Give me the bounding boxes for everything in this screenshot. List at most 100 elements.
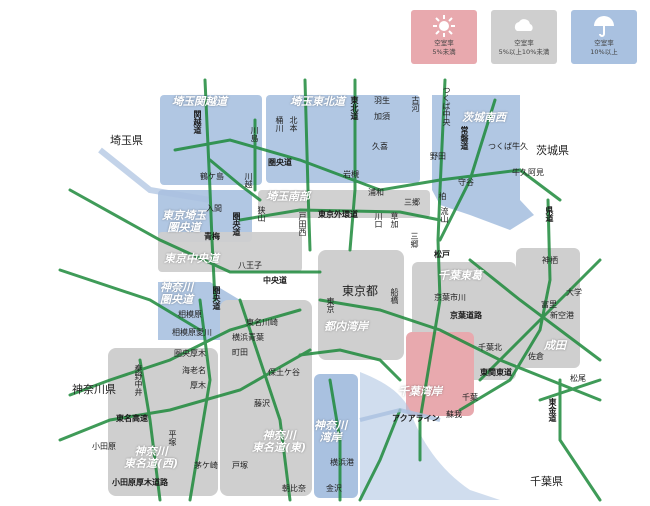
area-saitama-nanbu: 埼玉南部 bbox=[266, 190, 310, 203]
pref-kanagawa: 神奈川県 bbox=[72, 383, 116, 396]
road-kenodo-3: 圏央道 bbox=[212, 286, 221, 310]
region-ibaraki-nansei bbox=[432, 95, 534, 230]
place-hakodate: 船橋 bbox=[390, 288, 399, 304]
region-tokyo-chuo bbox=[158, 232, 302, 272]
place-hadano: 秦野中井 bbox=[134, 364, 143, 396]
place-fujisawa: 藤沢 bbox=[254, 399, 270, 408]
place-matsuo: 松尾 bbox=[570, 374, 586, 383]
place-kitamoto: 北本 bbox=[289, 116, 298, 132]
area-narita: 成田 bbox=[544, 339, 566, 352]
place-misato: 三郷 bbox=[404, 198, 420, 207]
road-joban: 常磐道 bbox=[460, 126, 469, 150]
road-gaikan: 東京外環道 bbox=[318, 210, 358, 219]
place-chigasaki: 茅ケ崎 bbox=[194, 461, 218, 470]
region-tokyo-saitama bbox=[158, 190, 252, 242]
region-kanagawa-tomei-higashi bbox=[220, 300, 312, 496]
place-soka: 草加 bbox=[390, 212, 399, 228]
road-odawara: 小田原厚木道路 bbox=[112, 478, 168, 487]
region-narita bbox=[516, 248, 580, 368]
road-tohoku: 東北道 bbox=[350, 96, 359, 120]
region-chiba-wangan bbox=[406, 332, 474, 416]
place-matsudo: 松戸 bbox=[434, 250, 450, 259]
legend-high-line1: 空室率 bbox=[594, 39, 614, 47]
place-akeno: 三郷 bbox=[410, 232, 419, 248]
place-daigaku: 大学 bbox=[566, 288, 582, 297]
region-saitama-kanetsu bbox=[160, 95, 262, 185]
place-chibakita: 千葉北 bbox=[478, 343, 502, 352]
umbrella-icon bbox=[594, 16, 614, 37]
place-machida: 町田 bbox=[232, 348, 248, 357]
road-tomei: 東名高速 bbox=[116, 414, 148, 423]
place-nagareyama: 流山 bbox=[440, 207, 449, 223]
place-urawa: 浦和 bbox=[368, 188, 384, 197]
legend-low-line1: 空室率 bbox=[434, 39, 454, 47]
place-kawagoe: 川越 bbox=[244, 172, 253, 188]
pref-saitama: 埼玉県 bbox=[110, 134, 143, 147]
place-tokyo-port: 東京 bbox=[326, 297, 335, 313]
place-kawaguchi: 川口 bbox=[374, 212, 383, 228]
place-hachioji: 八王子 bbox=[238, 261, 262, 270]
area-ibaraki-nansei: 茨城南西 bbox=[462, 111, 506, 124]
road-higashi-kanto: 東関東道 bbox=[480, 368, 512, 377]
road-chuo: 中央道 bbox=[263, 276, 287, 285]
place-koga: 古河 bbox=[411, 96, 420, 112]
place-iruma: 入間 bbox=[206, 204, 222, 213]
place-sayama: 狭山 bbox=[257, 206, 266, 222]
road-network bbox=[58, 78, 602, 502]
area-chiba-wangan: 千葉湾岸 bbox=[398, 385, 442, 398]
place-noda: 野田 bbox=[430, 152, 446, 161]
place-kashiwa: 柏 bbox=[438, 192, 447, 200]
area-kanagawa-kenodo: 神奈川 圏央道 bbox=[160, 281, 193, 306]
area-tokyo-wangan: 都内湾岸 bbox=[324, 320, 368, 333]
place-kawashima: 川島 bbox=[250, 126, 259, 142]
place-yokohama-port: 横浜港 bbox=[330, 458, 354, 467]
place-tokyo-kawasaki: 東名川崎 bbox=[246, 318, 278, 327]
place-kenou-atsugi: 圏央厚木 bbox=[174, 349, 206, 358]
place-kanazawa: 金沢 bbox=[326, 484, 342, 493]
legend-high-line2: 10%以上 bbox=[590, 48, 618, 56]
region-kanagawa-kenodo bbox=[158, 282, 240, 340]
pref-chiba: 千葉県 bbox=[530, 475, 563, 488]
place-yokohama-aoba: 横浜青葉 bbox=[232, 333, 264, 342]
legend-mid-line1: 空室率 bbox=[514, 39, 534, 47]
sun-icon bbox=[433, 15, 455, 37]
legend-mid-line2: 5%以上10%未満 bbox=[498, 48, 550, 56]
place-ichikawa: 京葉市川 bbox=[434, 293, 466, 302]
place-hodogaya: 保土ケ谷 bbox=[268, 368, 300, 377]
road-tokan: 東金道 bbox=[548, 398, 557, 422]
place-todakoshi: 戸田西 bbox=[298, 212, 307, 236]
place-odawara: 小田原 bbox=[92, 442, 116, 451]
region-tokyo bbox=[318, 250, 404, 360]
legend-low-line2: 5%未満 bbox=[432, 48, 456, 56]
place-kazo: 加須 bbox=[374, 112, 390, 121]
place-ome: 青梅 bbox=[204, 232, 220, 241]
place-kamisu: 神栖 bbox=[542, 256, 558, 265]
region-kanagawa-tomei-nishi bbox=[108, 348, 218, 496]
road-aqualine: アクアライン bbox=[392, 414, 440, 423]
place-chiba: 千葉 bbox=[462, 393, 478, 402]
place-sagamihara-aikawa: 相模原愛川 bbox=[172, 328, 212, 337]
place-moriya: 守谷 bbox=[458, 178, 474, 187]
place-shin-kuko: 新空港 bbox=[550, 311, 574, 320]
place-ushiku: 牛久阿見 bbox=[512, 168, 544, 177]
pref-ibaraki: 茨城県 bbox=[536, 144, 569, 157]
place-hanyu: 羽生 bbox=[374, 96, 390, 105]
road-kanetsu: 関越道 bbox=[193, 110, 202, 134]
area-chiba-tokatsu: 千葉東葛 bbox=[438, 269, 482, 282]
place-okegawa: 桶川 bbox=[275, 116, 284, 132]
legend-high: 空室率 10%以上 bbox=[571, 10, 637, 64]
place-iwatsuki: 岩槻 bbox=[343, 170, 359, 179]
place-kuki: 久喜 bbox=[372, 142, 388, 151]
aqualine-route bbox=[359, 407, 441, 422]
road-kenodo-2: 圏央道 bbox=[232, 212, 241, 236]
place-tomisato: 富里 bbox=[541, 300, 557, 309]
area-saitama-tohoku: 埼玉東北道 bbox=[290, 95, 345, 108]
legend-mid: 空室率 5%以上10%未満 bbox=[491, 10, 557, 64]
area-tokyo-saitama: 東京埼玉 圏央道 bbox=[162, 209, 206, 234]
place-sagamihara: 相模原 bbox=[178, 310, 202, 319]
region-kanagawa-wangan bbox=[314, 374, 358, 498]
pref-tokyo: 東京都 bbox=[342, 284, 379, 298]
place-tsurugashima: 鶴ケ島 bbox=[200, 172, 224, 181]
place-ebina: 海老名 bbox=[182, 366, 206, 375]
